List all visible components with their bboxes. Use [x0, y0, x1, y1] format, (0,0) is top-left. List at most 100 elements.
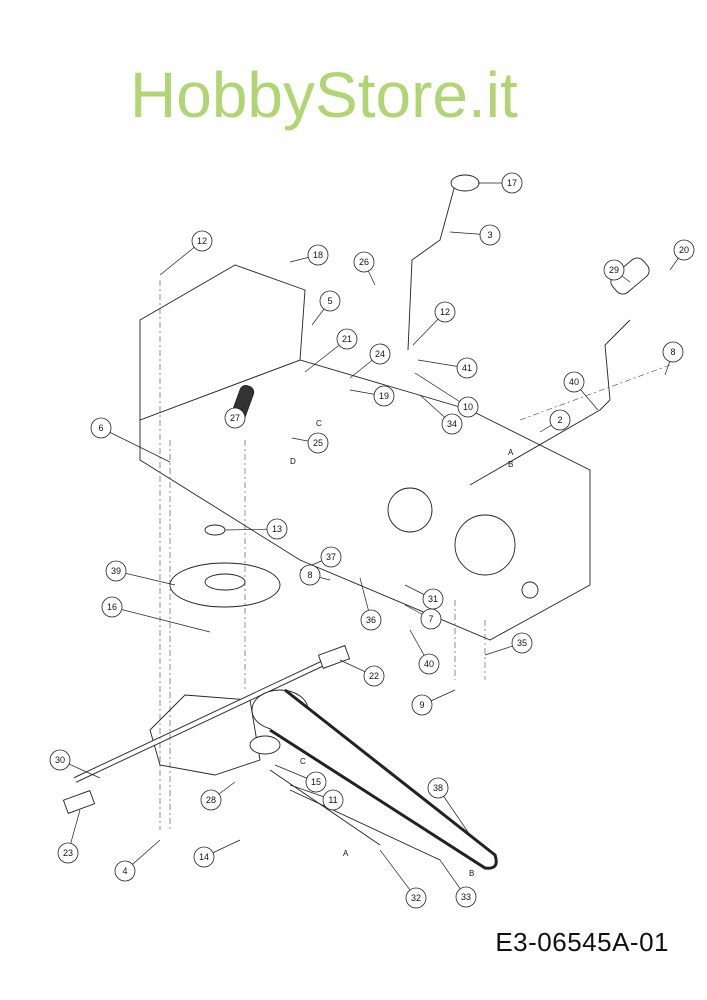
callout-4: 4	[114, 860, 136, 882]
callout-circle	[307, 432, 329, 454]
shaft	[469, 409, 601, 486]
callout-19: 19	[373, 385, 395, 407]
callout-label: 29	[609, 265, 619, 275]
callout-12: 12	[434, 301, 456, 323]
callout-label: 12	[440, 307, 450, 317]
frame-hole	[387, 487, 433, 533]
callout-18: 18	[307, 244, 329, 266]
reference-letter-B: B	[508, 460, 513, 469]
callout-label: 9	[419, 700, 424, 710]
frame-side-plate	[139, 264, 306, 421]
frame-hole	[521, 581, 539, 599]
callout-label: 28	[206, 795, 216, 805]
callout-circle	[266, 518, 288, 540]
callout-circle	[320, 546, 342, 568]
callout-label: 33	[461, 892, 471, 902]
reference-letter-A: A	[343, 849, 349, 858]
callout-22: 22	[363, 665, 385, 687]
callout-28: 28	[200, 789, 222, 811]
callout-circle	[49, 749, 71, 771]
callout-circle	[105, 560, 127, 582]
callout-circle	[305, 771, 327, 793]
callout-label: 20	[679, 245, 689, 255]
callout-circle	[299, 564, 321, 586]
axle-sleeve	[317, 645, 351, 669]
callout-33: 33	[455, 886, 477, 908]
callout-label: 40	[424, 659, 434, 669]
idler-pulley	[249, 735, 281, 755]
callout-41: 41	[456, 357, 478, 379]
callout-circle	[353, 251, 375, 273]
callout-label: 8	[307, 570, 312, 580]
callout-7: 7	[420, 608, 442, 630]
callout-40: 40	[418, 653, 440, 675]
callout-label: 32	[411, 893, 421, 903]
callout-circle	[455, 886, 477, 908]
callout-8: 8	[662, 341, 684, 363]
callout-circle	[420, 608, 442, 630]
watermark: HobbyStore.it	[130, 59, 518, 131]
callout-circle	[434, 301, 456, 323]
reference-letter-A: A	[508, 448, 514, 457]
callout-circle	[360, 609, 382, 631]
callout-circle	[114, 860, 136, 882]
callout-circle	[57, 842, 79, 864]
callout-label: 8	[670, 347, 675, 357]
callout-label: 18	[313, 250, 323, 260]
callout-12: 12	[191, 230, 213, 252]
callout-circle	[101, 596, 123, 618]
leader-line	[414, 372, 469, 408]
pedal-lever	[599, 319, 631, 411]
drive-belt	[269, 688, 498, 870]
callout-24: 24	[369, 343, 391, 365]
callout-21: 21	[336, 328, 358, 350]
callout-23: 23	[57, 842, 79, 864]
callout-25: 25	[307, 432, 329, 454]
callout-label: 36	[366, 615, 376, 625]
callout-label: 11	[328, 795, 337, 805]
callout-label: 17	[507, 178, 517, 188]
callout-label: 24	[375, 349, 385, 359]
callout-label: 27	[230, 413, 240, 423]
callout-label: 5	[327, 296, 332, 306]
callout-label: 3	[487, 230, 492, 240]
callout-17: 17	[501, 172, 523, 194]
callout-label: 25	[313, 438, 323, 448]
axle-inner	[74, 658, 331, 782]
callout-circle	[457, 396, 479, 418]
callout-label: 22	[369, 671, 379, 681]
lever-knob	[450, 174, 480, 192]
callout-label: 35	[517, 638, 527, 648]
leader-line	[100, 427, 171, 463]
callout-circle	[427, 777, 449, 799]
callout-circle	[369, 343, 391, 365]
callout-circle	[191, 230, 213, 252]
callout-circle	[224, 407, 246, 429]
callout-5: 5	[319, 290, 341, 312]
callout-circle	[441, 413, 463, 435]
callout-circle	[673, 239, 695, 261]
callout-16: 16	[101, 596, 123, 618]
callout-10: 10	[457, 396, 479, 418]
callout-38: 38	[427, 777, 449, 799]
callout-15: 15	[305, 771, 327, 793]
callout-circle	[456, 357, 478, 379]
reference-letter-C: C	[300, 757, 306, 766]
callout-label: 41	[462, 363, 472, 373]
assembly-line	[519, 364, 671, 421]
callout-label: 13	[272, 524, 282, 534]
callout-label: 30	[55, 755, 65, 765]
callout-30: 30	[49, 749, 71, 771]
callout-label: 21	[342, 334, 352, 344]
callout-label: 14	[199, 852, 209, 862]
callout-label: 38	[433, 783, 443, 793]
callout-circle	[307, 244, 329, 266]
callout-circle	[411, 694, 433, 716]
nut	[204, 524, 226, 536]
axle-sleeve	[62, 790, 96, 814]
frame-hole	[454, 514, 516, 576]
callout-31: 31	[422, 588, 444, 610]
callout-32: 32	[405, 887, 427, 909]
